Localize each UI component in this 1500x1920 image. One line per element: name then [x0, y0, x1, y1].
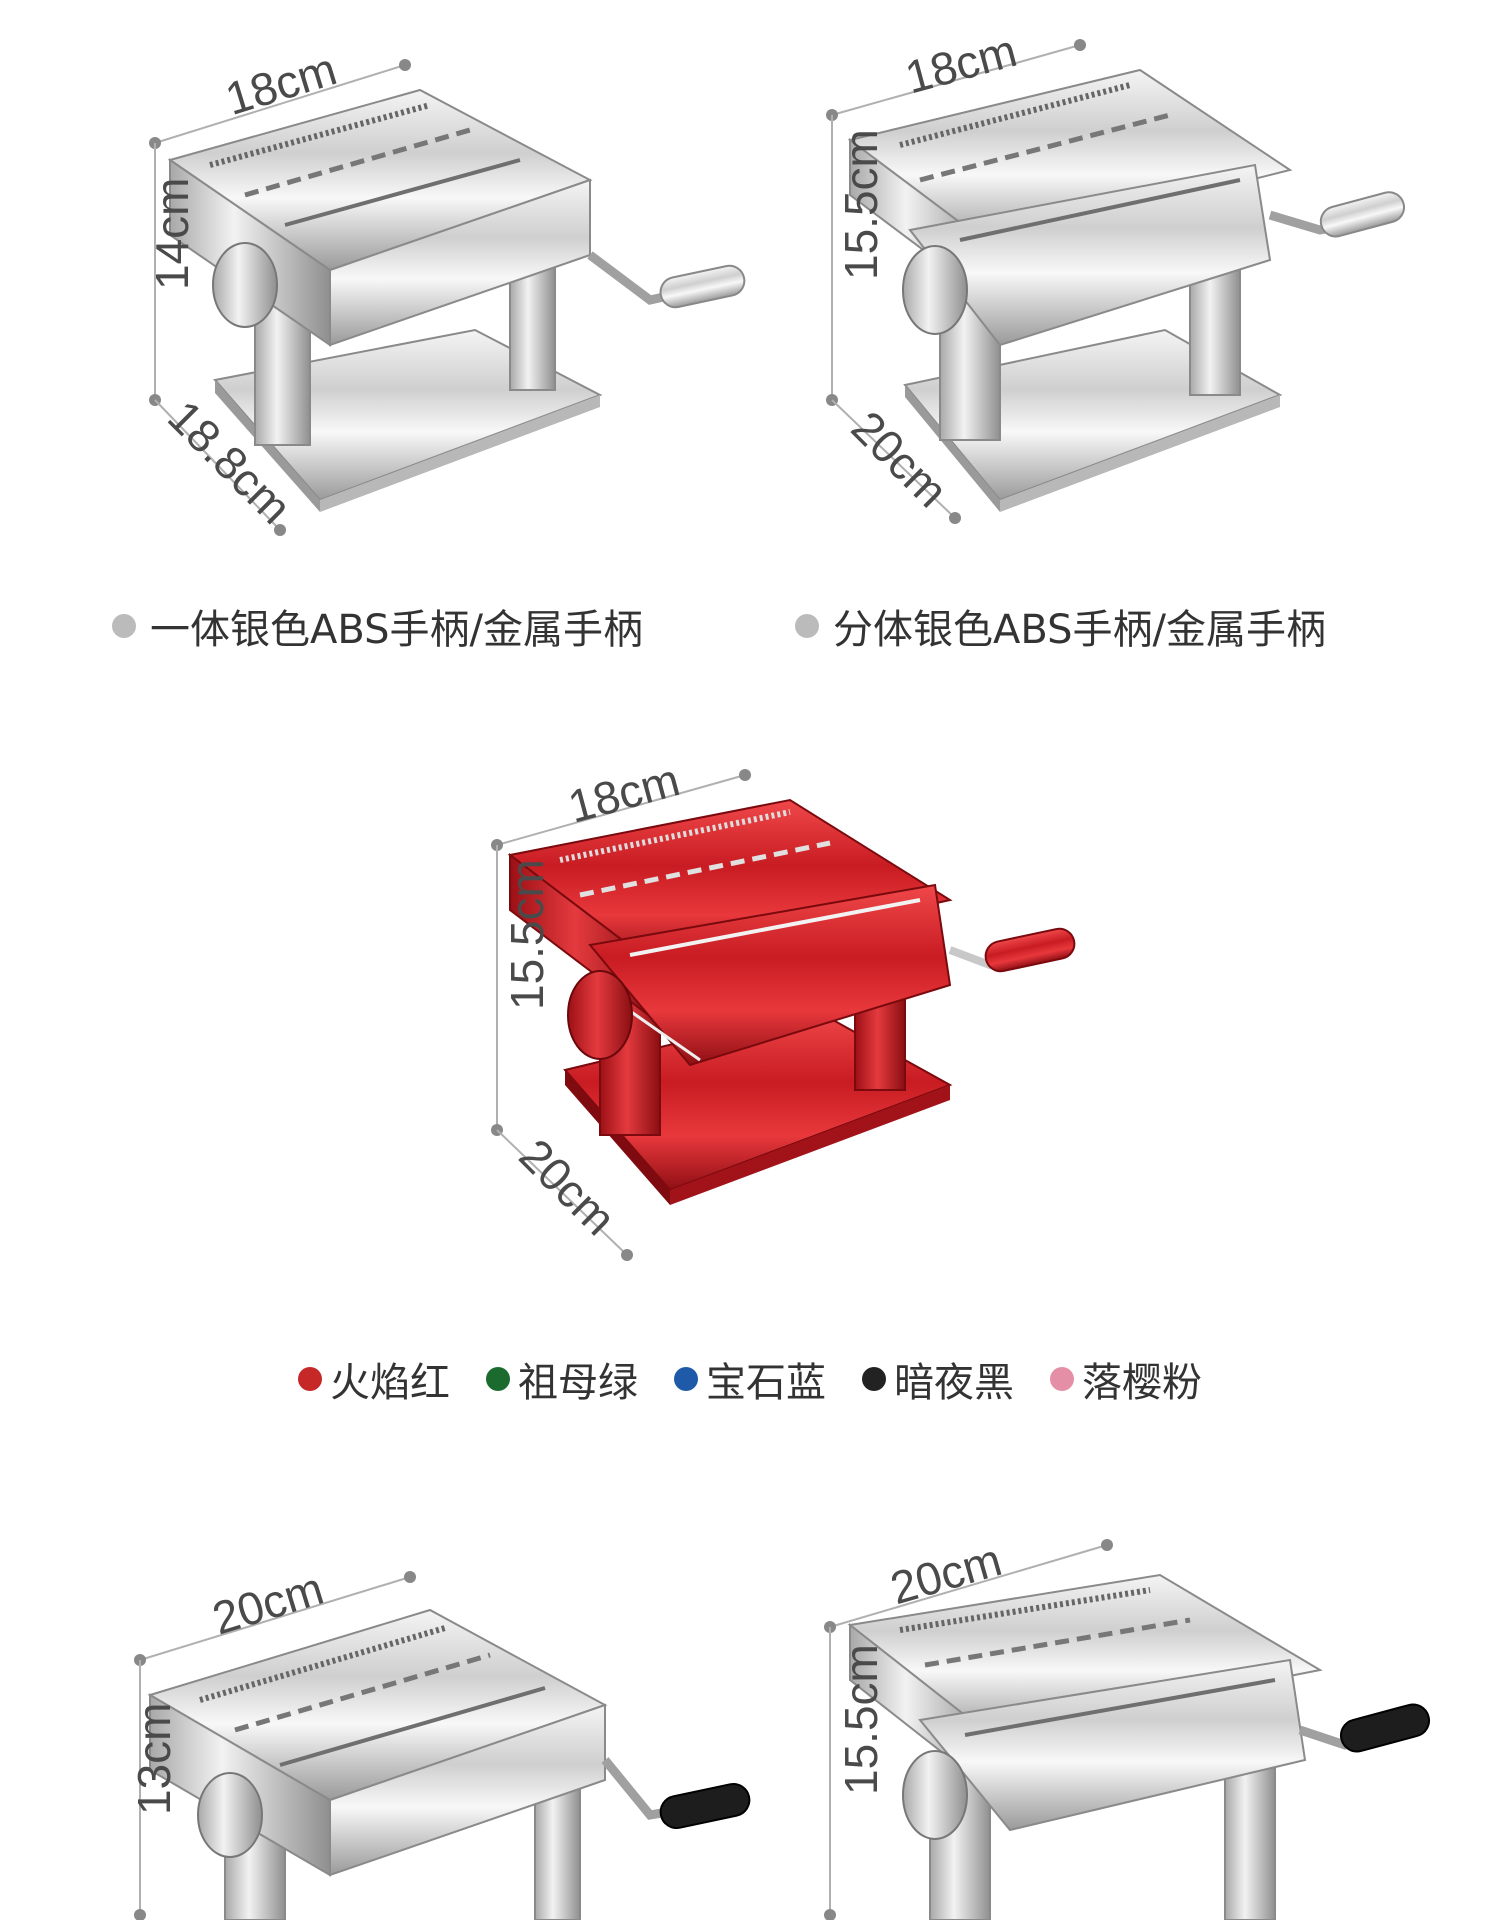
color-options: 火焰红 祖母绿 宝石蓝 暗夜黑 落樱粉 — [0, 1350, 1500, 1408]
product-5-machine — [847, 1573, 1431, 1920]
color-swatch-dot — [862, 1367, 886, 1391]
product-2-height-label: 15.5cm — [835, 129, 887, 280]
color-option-blue[interactable]: 宝石蓝 — [674, 1350, 826, 1408]
color-option-label: 落樱粉 — [1082, 1360, 1202, 1406]
product-4-width-label: 20cm — [206, 1562, 329, 1645]
product-4-height-label: 13cm — [128, 1703, 180, 1815]
product-3-machine — [507, 798, 1076, 1205]
color-option-black[interactable]: 暗夜黑 — [862, 1350, 1014, 1408]
color-swatch-dot — [674, 1367, 698, 1391]
color-swatch-dot — [1050, 1367, 1074, 1391]
color-option-green[interactable]: 祖母绿 — [486, 1350, 638, 1408]
product-4-machine — [147, 1608, 751, 1920]
product-3-height-label: 15.5cm — [501, 859, 553, 1010]
product-2-caption-text: 分体银色ABS手柄/金属手柄 — [833, 607, 1326, 653]
product-1-height-label: 14cm — [146, 178, 198, 290]
product-1-caption-dot — [112, 614, 136, 638]
color-option-label: 宝石蓝 — [706, 1360, 826, 1406]
product-5-height-label: 15.5cm — [835, 1644, 887, 1795]
color-swatch-dot — [486, 1367, 510, 1391]
product-1-width-label: 18cm — [220, 42, 343, 125]
color-swatch-dot — [298, 1367, 322, 1391]
color-option-red[interactable]: 火焰红 — [298, 1350, 450, 1408]
color-option-pink[interactable]: 落樱粉 — [1050, 1350, 1202, 1408]
product-3-depth-label: 20cm — [510, 1129, 626, 1245]
color-option-label: 祖母绿 — [518, 1360, 638, 1406]
product-2-width-label: 18cm — [900, 24, 1022, 103]
product-1-caption-text: 一体银色ABS手柄/金属手柄 — [150, 607, 643, 653]
product-2-caption: 分体银色ABS手柄/金属手柄 — [795, 597, 1326, 655]
color-option-label: 暗夜黑 — [894, 1360, 1014, 1406]
color-option-label: 火焰红 — [330, 1360, 450, 1406]
product-1-machine — [167, 88, 746, 512]
product-3-width-label: 18cm — [563, 753, 685, 832]
product-2-machine — [847, 68, 1405, 512]
product-2-caption-dot — [795, 614, 819, 638]
product-1-caption: 一体银色ABS手柄/金属手柄 — [112, 597, 643, 655]
